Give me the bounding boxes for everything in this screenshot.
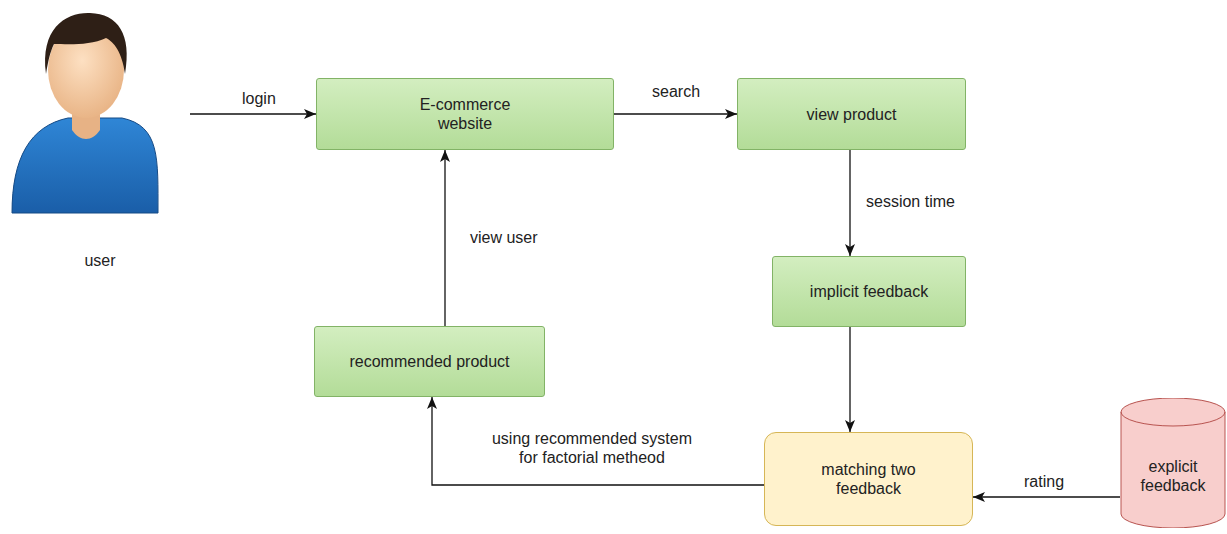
flow-arrow: [190, 113, 316, 114]
process-box: implicit feedback: [772, 256, 966, 327]
cylinder-body: [1121, 398, 1225, 528]
flow-arrow: [849, 150, 850, 256]
node-text: view product: [807, 105, 897, 124]
flow-arrow: [973, 496, 1120, 497]
edge-label: search: [650, 82, 702, 101]
node-text: matching two feedback: [811, 460, 926, 498]
edge-label: using recommended system for factorial m…: [482, 429, 702, 467]
edge-label: login: [240, 89, 278, 108]
person-hair: [45, 13, 127, 74]
node-text: explicit feedback: [1128, 457, 1218, 495]
process-box: recommended product: [314, 326, 545, 397]
node-text: E-commerce website: [405, 95, 525, 133]
flow-arrow: [614, 113, 737, 114]
process-box: E-commerce website: [316, 78, 614, 150]
user-actor: user: [10, 8, 190, 270]
edge-label: view user: [468, 228, 540, 247]
flow-arrow: [432, 397, 764, 485]
edge-label: rating: [1022, 472, 1066, 491]
flow-arrow: [849, 327, 850, 432]
decision-box: matching two feedback: [764, 432, 973, 526]
node-text: recommended product: [349, 352, 509, 371]
database-cylinder: explicit feedback: [1120, 398, 1226, 528]
node-text: implicit feedback: [810, 282, 928, 301]
process-box: view product: [737, 78, 966, 150]
flow-arrow: [444, 150, 445, 326]
person-illustration: [10, 8, 190, 270]
cylinder-rim: [1121, 412, 1225, 426]
edge-label: session time: [864, 192, 957, 211]
node-text: user: [84, 251, 115, 270]
